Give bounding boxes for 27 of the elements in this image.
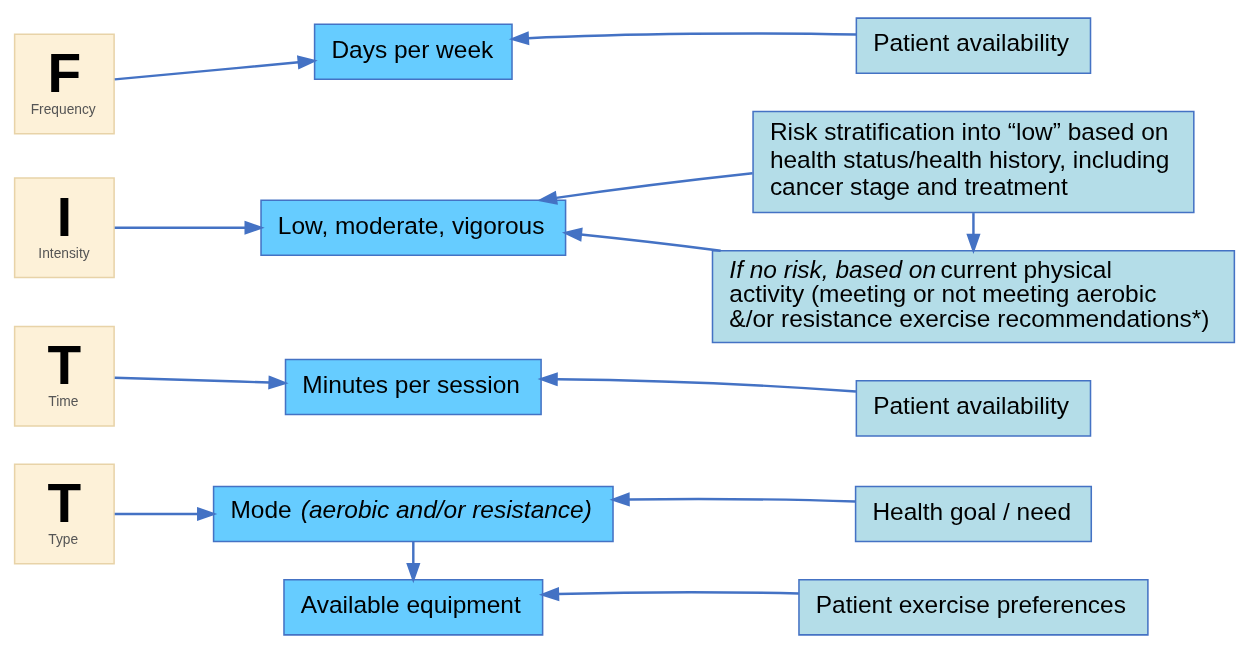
arrow <box>537 371 857 393</box>
arrow <box>609 491 856 506</box>
arrow <box>406 541 421 583</box>
arrow <box>561 227 721 252</box>
arrow <box>114 506 218 521</box>
node-box: F Frequency <box>13 32 115 134</box>
node-box: Mode (aerobic and/or resistance) <box>212 485 614 542</box>
node-box: Patient exercise preferences <box>798 578 1149 636</box>
node-box: Minutes per session <box>284 358 542 415</box>
arrow <box>538 586 799 601</box>
node-box: T Type <box>13 462 115 564</box>
node-box: I Intensity <box>13 176 115 278</box>
arrow <box>114 220 265 235</box>
arrow <box>508 30 857 45</box>
node-box: Days per week <box>313 22 513 80</box>
node-box: Health goal / need <box>854 485 1093 542</box>
node-box: T Time <box>13 325 115 427</box>
arrow <box>966 212 981 254</box>
node-box: Low, moderate, vigorous <box>260 198 567 256</box>
node-box: Patient availability <box>855 379 1092 437</box>
node-box: Risk stratification into “low” based on health status/health history, including cancer stage and treatment <box>752 110 1195 213</box>
node-box: If no risk, based on current physical activity (meeting or not meeting aerobic &/or resistance exercise recommendations*) <box>711 249 1236 343</box>
arrow <box>114 374 289 390</box>
arrow <box>536 171 753 205</box>
arrow <box>114 54 318 81</box>
node-box: Available equipment <box>283 578 544 636</box>
node-box: Patient availability <box>855 16 1092 74</box>
